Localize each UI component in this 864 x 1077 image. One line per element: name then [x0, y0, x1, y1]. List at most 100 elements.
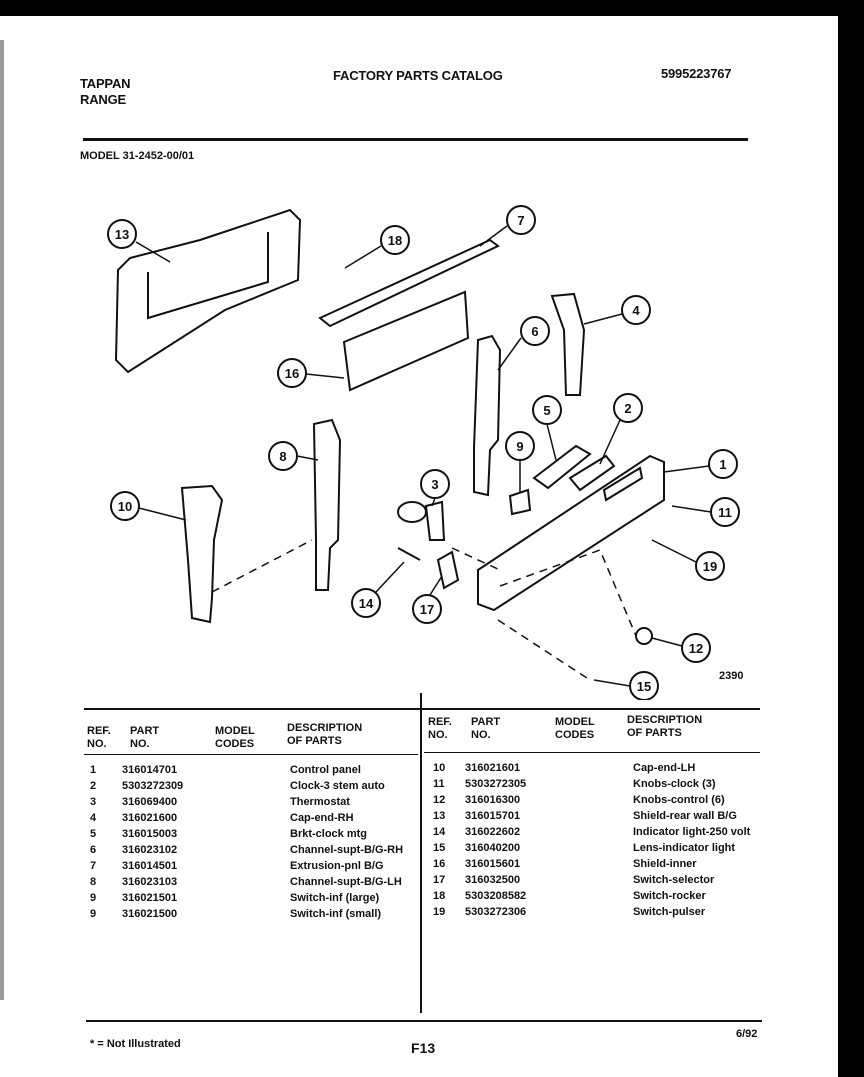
part-switch-inf [508, 488, 532, 516]
callout-number: 13 [115, 227, 129, 242]
part-description: Brkt-clock mtg [290, 828, 368, 840]
table-divider [420, 693, 422, 1013]
part-description: Shield-inner [633, 858, 697, 870]
ref-number: 9 [90, 892, 97, 904]
part-number: 316014701 [122, 764, 178, 776]
ref-number: 11 [433, 778, 445, 790]
ref-number: 2 [90, 780, 97, 792]
part-knob-control [635, 627, 654, 645]
part-description: Shield-rear wall B/G [633, 810, 737, 822]
callout-number: 3 [431, 477, 438, 492]
page-number: F13 [411, 1040, 436, 1056]
ref-number: 10 [433, 762, 446, 774]
ref-number: 6 [90, 844, 97, 856]
part-description: Switch-rocker [633, 890, 706, 902]
part-extrusion [318, 238, 500, 328]
callout-number: 10 [118, 499, 132, 514]
callout-number: 7 [517, 213, 524, 228]
part-number: 316032500 [465, 874, 521, 886]
ref-number: 15 [433, 842, 446, 854]
part-number: 316015701 [465, 810, 521, 822]
callout-number: 9 [516, 439, 523, 454]
table-row: 1 316014701 Control panel [90, 762, 403, 778]
ref-number: 12 [433, 794, 446, 806]
callout-number: 14 [359, 596, 374, 611]
ref-number: 18 [433, 890, 446, 902]
part-switch-selector [436, 550, 460, 590]
revision-date: 6/92 [736, 1028, 758, 1040]
part-shield-inner [342, 290, 470, 392]
ref-number: 5 [90, 828, 97, 840]
part-description: Extrusion-pnl B/G [290, 860, 384, 872]
callout-number: 17 [420, 602, 434, 617]
ref-number: 17 [433, 874, 446, 886]
part-shield-rear-wall [114, 208, 302, 374]
part-description: Channel-supt-B/G-RH [290, 844, 404, 856]
table-row: 13 316015701 Shield-rear wall B/G [433, 808, 750, 824]
col-header-ref-right: REF.NO. [428, 716, 452, 741]
part-number: 316021600 [122, 812, 178, 824]
part-description: Knobs-clock (3) [633, 778, 716, 790]
table-top-rule [84, 708, 760, 710]
part-number: 316023102 [122, 844, 178, 856]
product-type: RANGE [80, 92, 126, 107]
callout-number: 1 [719, 457, 726, 472]
footnote: * = Not Illustrated [90, 1038, 181, 1050]
part-channel-rh [473, 334, 502, 497]
part-number: 316040200 [465, 842, 521, 854]
scan-edge [0, 40, 4, 1000]
part-number: 316023103 [122, 876, 178, 888]
callout-number: 5 [543, 403, 550, 418]
part-description: Thermostat [290, 796, 350, 808]
ref-number: 8 [90, 876, 97, 888]
model-label: MODEL 31-2452-00/01 [80, 150, 195, 162]
callout-number: 11 [718, 505, 732, 520]
ref-number: 13 [433, 810, 446, 822]
part-control-panel [477, 454, 665, 612]
table-row: 19 5303272306 Switch-pulser [433, 904, 750, 920]
header-underline-right [424, 752, 760, 753]
part-number: 316021501 [122, 892, 178, 904]
brand-name: TAPPAN [80, 76, 131, 91]
callout-bubbles [107, 205, 740, 700]
figure-number: 2390 [719, 670, 744, 682]
part-description: Control panel [290, 764, 361, 776]
part-description: Switch-selector [633, 874, 715, 886]
part-number: 316069400 [122, 796, 178, 808]
ref-number: 1 [90, 764, 97, 776]
part-description: Cap-end-RH [290, 812, 354, 824]
catalog-title: FACTORY PARTS CATALOG [333, 68, 503, 83]
part-cap-end-lh [180, 484, 224, 624]
part-number: 5303272309 [122, 780, 184, 792]
callout-number: 15 [637, 679, 651, 694]
callout-number: 18 [388, 233, 402, 248]
callout-number: 8 [279, 449, 286, 464]
part-description: Switch-inf (small) [290, 908, 382, 920]
part-description: Switch-pulser [633, 906, 706, 918]
parts-list-left: 1 316014701 Control panel 2 5303272309 Clock-… [90, 762, 403, 922]
part-number: 5303272306 [465, 906, 527, 918]
table-row: 6 316023102 Channel-supt-B/G-RH [90, 842, 403, 858]
part-description: Indicator light-250 volt [633, 826, 751, 838]
table-row: 17 316032500 Switch-selector [433, 872, 750, 888]
callout-number: 4 [632, 303, 640, 318]
part-description: Clock-3 stem auto [290, 780, 385, 792]
col-header-ref-left: REF.NO. [87, 725, 111, 750]
header-rule [83, 138, 748, 141]
ref-number: 19 [433, 906, 446, 918]
part-number: 316015601 [465, 858, 521, 870]
part-number: 316014501 [122, 860, 178, 872]
